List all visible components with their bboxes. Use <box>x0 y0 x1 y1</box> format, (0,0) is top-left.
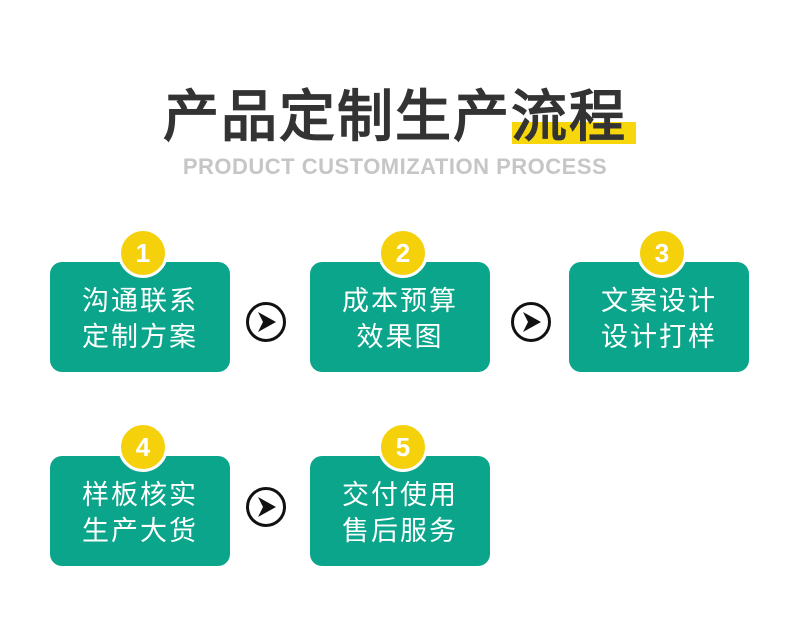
step-number-badge: 3 <box>637 228 687 278</box>
page-subtitle: PRODUCT CUSTOMIZATION PROCESS <box>182 154 608 179</box>
step-line-1: 交付使用 <box>342 480 458 511</box>
arrow-right-circle-icon <box>511 302 551 342</box>
step-line-1: 样板核实 <box>82 480 198 511</box>
step-number-badge: 1 <box>118 228 168 278</box>
page-title-text: 产品定制生产流程 <box>163 85 627 150</box>
step-number-badge: 4 <box>118 422 168 472</box>
step-line-1: 沟通联系 <box>82 286 198 317</box>
step-line-2: 效果图 <box>356 322 444 353</box>
step-line-1: 成本预算 <box>342 286 458 317</box>
step-box: 样板核实 生产大货 <box>50 456 230 566</box>
step-5: 5 交付使用 售后服务 <box>310 422 490 566</box>
step-line-2: 设计打样 <box>601 322 717 353</box>
step-line-2: 售后服务 <box>342 516 458 547</box>
step-4: 4 样板核实 生产大货 <box>50 422 230 566</box>
step-line-2: 定制方案 <box>82 322 198 353</box>
step-box: 沟通联系 定制方案 <box>50 262 230 372</box>
step-box: 文案设计 设计打样 <box>569 262 749 372</box>
step-line-1: 文案设计 <box>601 286 717 317</box>
title-highlight-bar <box>512 122 636 144</box>
step-line-2: 生产大货 <box>82 516 198 547</box>
step-1: 1 沟通联系 定制方案 <box>50 228 230 372</box>
arrow-right-circle-icon <box>246 487 286 527</box>
step-number-badge: 2 <box>378 228 428 278</box>
step-number-badge: 5 <box>378 422 428 472</box>
step-box: 交付使用 售后服务 <box>310 456 490 566</box>
step-2: 2 成本预算 效果图 <box>310 228 490 372</box>
arrow-right-circle-icon <box>246 302 286 342</box>
page-title: 产品定制生产流程 <box>0 82 790 154</box>
step-3: 3 文案设计 设计打样 <box>569 228 749 372</box>
step-box: 成本预算 效果图 <box>310 262 490 372</box>
